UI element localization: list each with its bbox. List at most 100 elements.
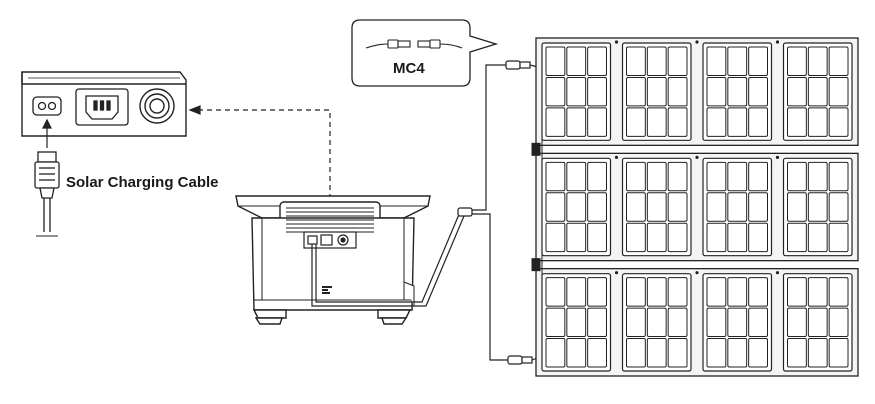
solar-cell bbox=[828, 307, 849, 338]
solar-cell bbox=[545, 161, 566, 192]
solar-cell bbox=[706, 222, 727, 253]
detail-leader-line bbox=[188, 105, 331, 226]
solar-cell bbox=[748, 307, 769, 338]
solar-cell bbox=[646, 76, 667, 107]
solar-cell bbox=[667, 222, 688, 253]
solar-cell bbox=[566, 107, 587, 137]
solar-cell bbox=[587, 192, 608, 222]
solar-cell bbox=[566, 338, 587, 368]
solar-cell bbox=[587, 107, 608, 137]
mc4-callout bbox=[351, 19, 499, 87]
solar-cell bbox=[667, 161, 688, 192]
solar-cell bbox=[727, 107, 748, 137]
solar-cell bbox=[646, 307, 667, 338]
solar-cell bbox=[748, 277, 769, 307]
solar-cell bbox=[667, 277, 688, 307]
solar-cell bbox=[706, 107, 727, 137]
solar-cell bbox=[828, 107, 849, 137]
solar-cell bbox=[787, 277, 807, 307]
solar-cell bbox=[545, 107, 566, 137]
solar-cell bbox=[667, 338, 688, 368]
power-station bbox=[235, 195, 431, 325]
solar-cell bbox=[748, 76, 769, 107]
solar-cell bbox=[667, 76, 688, 107]
panel-hinge bbox=[614, 271, 619, 275]
solar-cell bbox=[646, 338, 667, 368]
solar-cell bbox=[545, 192, 566, 222]
solar-cell bbox=[587, 46, 608, 76]
solar-cell bbox=[787, 46, 807, 76]
solar-cell bbox=[787, 107, 807, 137]
solar-cell bbox=[545, 277, 566, 307]
solar-charging-cable-plug bbox=[34, 151, 60, 237]
solar-cell bbox=[587, 277, 608, 307]
panel-hinge bbox=[775, 155, 780, 159]
solar-cell bbox=[646, 222, 667, 253]
solar-cell bbox=[727, 161, 748, 192]
solar-cell bbox=[626, 46, 646, 76]
solar-cell bbox=[807, 76, 828, 107]
insert-arrow bbox=[42, 118, 52, 148]
solar-cell bbox=[828, 161, 849, 192]
solar-cell bbox=[787, 307, 807, 338]
solar-cell bbox=[646, 107, 667, 137]
solar-cell bbox=[787, 338, 807, 368]
solar-cell bbox=[807, 161, 828, 192]
ac-input-port bbox=[75, 88, 129, 126]
solar-cell bbox=[807, 222, 828, 253]
solar-cell bbox=[626, 192, 646, 222]
solar-cell bbox=[587, 338, 608, 368]
fold-hinge bbox=[531, 142, 541, 156]
xt60-solar-input-port bbox=[32, 96, 62, 116]
station-logo-mark bbox=[322, 286, 332, 294]
solar-cell bbox=[566, 161, 587, 192]
panel-hinge bbox=[695, 40, 699, 44]
solar-cell bbox=[545, 222, 566, 253]
panel-hinge bbox=[695, 155, 699, 159]
solar-cell bbox=[807, 307, 828, 338]
solar-cell bbox=[706, 277, 727, 307]
solar-panel-array bbox=[531, 37, 859, 377]
solar-cell bbox=[748, 192, 769, 222]
station-port-cluster bbox=[303, 231, 357, 249]
solar-cell bbox=[545, 338, 566, 368]
panel-hinge bbox=[614, 40, 619, 44]
solar-cell bbox=[587, 161, 608, 192]
solar-cell bbox=[566, 76, 587, 107]
solar-cell bbox=[587, 222, 608, 253]
panel-hinge bbox=[614, 155, 619, 159]
solar-cell bbox=[748, 161, 769, 192]
fan-vent-port bbox=[139, 88, 175, 124]
solar-cell bbox=[828, 76, 849, 107]
solar-cell bbox=[646, 161, 667, 192]
solar-cell bbox=[787, 192, 807, 222]
solar-cell bbox=[646, 46, 667, 76]
solar-cell bbox=[748, 46, 769, 76]
fold-hinge bbox=[531, 258, 541, 272]
solar-cell bbox=[807, 277, 828, 307]
solar-cell bbox=[727, 338, 748, 368]
solar-cell bbox=[787, 161, 807, 192]
solar-cell bbox=[626, 161, 646, 192]
solar-cell bbox=[748, 222, 769, 253]
solar-cell bbox=[727, 277, 748, 307]
solar-cell bbox=[706, 307, 727, 338]
panel-hinge bbox=[695, 271, 699, 275]
solar-cell bbox=[545, 46, 566, 76]
solar-cell bbox=[646, 192, 667, 222]
solar-cell bbox=[706, 338, 727, 368]
solar-cell bbox=[828, 192, 849, 222]
solar-cell bbox=[566, 277, 587, 307]
solar-cell bbox=[807, 192, 828, 222]
solar-cell bbox=[748, 338, 769, 368]
solar-cell bbox=[626, 76, 646, 107]
solar-cell bbox=[626, 107, 646, 137]
solar-cell bbox=[706, 46, 727, 76]
solar-cell bbox=[807, 338, 828, 368]
solar-cell bbox=[727, 46, 748, 76]
solar-cell bbox=[667, 46, 688, 76]
solar-cell bbox=[667, 192, 688, 222]
solar-cell bbox=[727, 192, 748, 222]
solar-cell bbox=[828, 277, 849, 307]
solar-charging-cable-label: Solar Charging Cable bbox=[66, 174, 219, 191]
